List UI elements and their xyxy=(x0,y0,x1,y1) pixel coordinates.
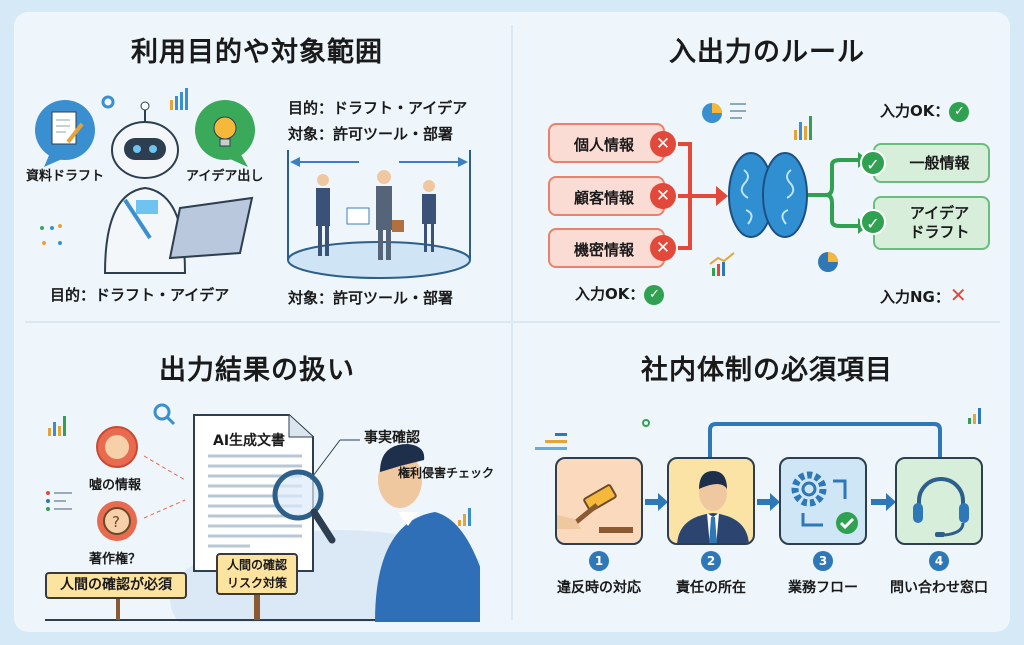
sign-line-2: リスク対策 xyxy=(226,576,287,590)
robot-icon xyxy=(103,101,254,274)
legend-ok-label: 入力OK： xyxy=(575,285,645,303)
business-people-icon xyxy=(316,170,436,260)
businessman-icon xyxy=(677,471,749,543)
bubble-idea-label: アイデア出し xyxy=(186,169,264,184)
brain-flow-diagram xyxy=(678,116,868,276)
step-1-card xyxy=(555,457,643,545)
step-4-card xyxy=(895,457,983,545)
legend-ng-label: 入力NG： xyxy=(880,288,950,306)
ng-input-customer: 顧客情報 xyxy=(548,176,665,216)
svg-text:?: ? xyxy=(112,513,120,531)
decorative-lines xyxy=(535,408,981,450)
fact-check-label: 事実確認 xyxy=(364,430,420,446)
check-icon: ✓ xyxy=(860,150,886,176)
risk-false-info-label: 嘘の情報 xyxy=(89,478,142,493)
ok-output-idea-draft: アイデア ドラフト xyxy=(873,196,990,250)
scope-caption: 対象：許可ツール・部署 xyxy=(288,289,454,307)
growth-chart-icon xyxy=(709,252,735,276)
scope-arrow-icon xyxy=(290,157,468,167)
risk-copyright-label: 著作権？ xyxy=(89,552,142,567)
step-label: 業務フロー xyxy=(788,580,858,596)
lightbulb-bubble-icon xyxy=(195,100,255,167)
check-icon: ✓ xyxy=(949,101,970,122)
bubble-doc-label: 資料ドラフト xyxy=(26,169,105,184)
step-2-card xyxy=(667,457,755,545)
ok-output-general: 一般情報 xyxy=(873,143,990,183)
section-title: 社内体制の必須項目 xyxy=(641,355,893,386)
list-icon xyxy=(46,491,72,511)
person-icon xyxy=(375,444,480,622)
document-bubble-icon xyxy=(35,100,95,167)
check-icon: ✓ xyxy=(860,209,886,235)
pie-chart-icon xyxy=(818,252,838,272)
chart-icon xyxy=(458,508,471,526)
robot-caption: 目的：ドラフト・アイデア xyxy=(50,286,230,304)
false-info-icon xyxy=(96,426,138,468)
check-icon: ✓ xyxy=(644,284,665,305)
purpose-line: 目的：ドラフト・アイデア xyxy=(288,99,468,117)
rights-check-label: 権利侵害チェック xyxy=(398,466,495,480)
chart-icon xyxy=(101,88,188,110)
target-line: 対象：許可ツール・部署 xyxy=(288,125,454,143)
legend-ok-label: 入力OK： xyxy=(880,102,950,120)
scope-cylinder-illustration xyxy=(287,150,471,279)
search-icon xyxy=(153,403,176,426)
divider-horizontal xyxy=(25,321,1000,323)
step-3-card xyxy=(779,457,867,545)
sign-human-check-risk: 人間の確認リスク対策 xyxy=(216,553,298,595)
legend-ok-top: 入力OK：✓ xyxy=(880,100,970,122)
legend-ok-bottom: 入力OK：✓ xyxy=(575,283,665,305)
chart-icon xyxy=(794,116,812,140)
x-icon: ✕ xyxy=(949,283,967,307)
x-icon: ✕ xyxy=(650,183,676,209)
section-title: 入出力のルール xyxy=(669,37,865,68)
gavel-icon xyxy=(557,484,633,533)
decorative-dots xyxy=(40,224,62,245)
document-title: AI生成文書 xyxy=(213,433,286,449)
sign-human-check-required: 人間の確認が必須 xyxy=(45,572,187,599)
section-title: 出力結果の扱い xyxy=(159,355,355,386)
section-title: 利用目的や対象範囲 xyxy=(131,37,383,68)
ng-input-confidential: 機密情報 xyxy=(548,228,665,268)
robot-illustration xyxy=(35,88,255,274)
step-label: 問い合わせ窓口 xyxy=(890,580,988,596)
legend-ng: 入力NG：✕ xyxy=(880,283,967,307)
chart-icon xyxy=(48,416,66,436)
magnifier-icon xyxy=(272,469,336,544)
headset-icon xyxy=(913,477,969,537)
step-label: 違反時の対応 xyxy=(557,580,641,596)
brain-icon xyxy=(728,152,808,238)
step-number: 2 xyxy=(701,551,721,571)
step-number: 3 xyxy=(813,551,833,571)
sign-line-1: 人間の確認 xyxy=(226,558,287,572)
copyright-question-icon: ? xyxy=(97,501,137,541)
step-number: 1 xyxy=(589,551,609,571)
ng-input-personal: 個人情報 xyxy=(548,123,665,163)
flow-connectors xyxy=(535,408,981,511)
step-number: 4 xyxy=(929,551,949,571)
x-icon: ✕ xyxy=(650,235,676,261)
pie-chart-icon xyxy=(702,103,746,123)
x-icon: ✕ xyxy=(650,131,676,157)
workflow-gear-icon xyxy=(791,471,858,534)
step-label: 責任の所在 xyxy=(676,580,746,596)
